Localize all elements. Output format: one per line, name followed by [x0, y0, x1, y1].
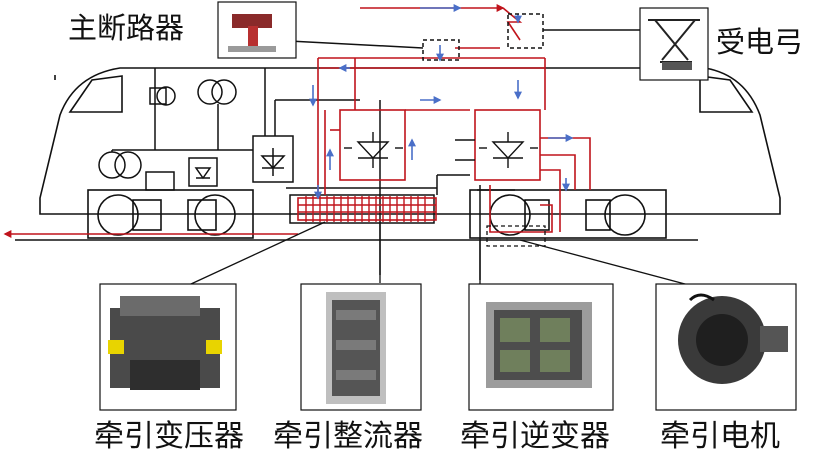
onboard-transformer-symbols — [98, 68, 253, 191]
callout-lines — [177, 221, 701, 291]
caption-traction-rectifier: 牵引整流器 — [273, 419, 423, 454]
caption-traction-transformer: 牵引变压器 — [94, 419, 244, 454]
pantograph-photo — [639, 7, 709, 81]
heatsink-stripes — [298, 196, 436, 222]
current-flow-arrows — [309, 4, 574, 200]
traction-inverter-photo — [468, 283, 614, 411]
caption-traction-inverter: 牵引逆变器 — [460, 419, 610, 454]
main-breaker-label: 主断路器 — [68, 11, 185, 45]
thyristor-symbols — [344, 132, 538, 168]
wheels — [97, 194, 646, 236]
traction-rectifier-photo — [300, 283, 422, 411]
caption-traction-motor: 牵引电机 — [660, 419, 780, 454]
rectifier-inverter-boxes — [297, 109, 541, 221]
traction-motor-photo — [655, 283, 797, 411]
pantograph-wiring — [269, 13, 640, 61]
main-breaker-photo — [217, 1, 297, 59]
traction-transformer-photo — [99, 283, 237, 411]
pantograph-label: 受电弓 — [716, 25, 804, 59]
